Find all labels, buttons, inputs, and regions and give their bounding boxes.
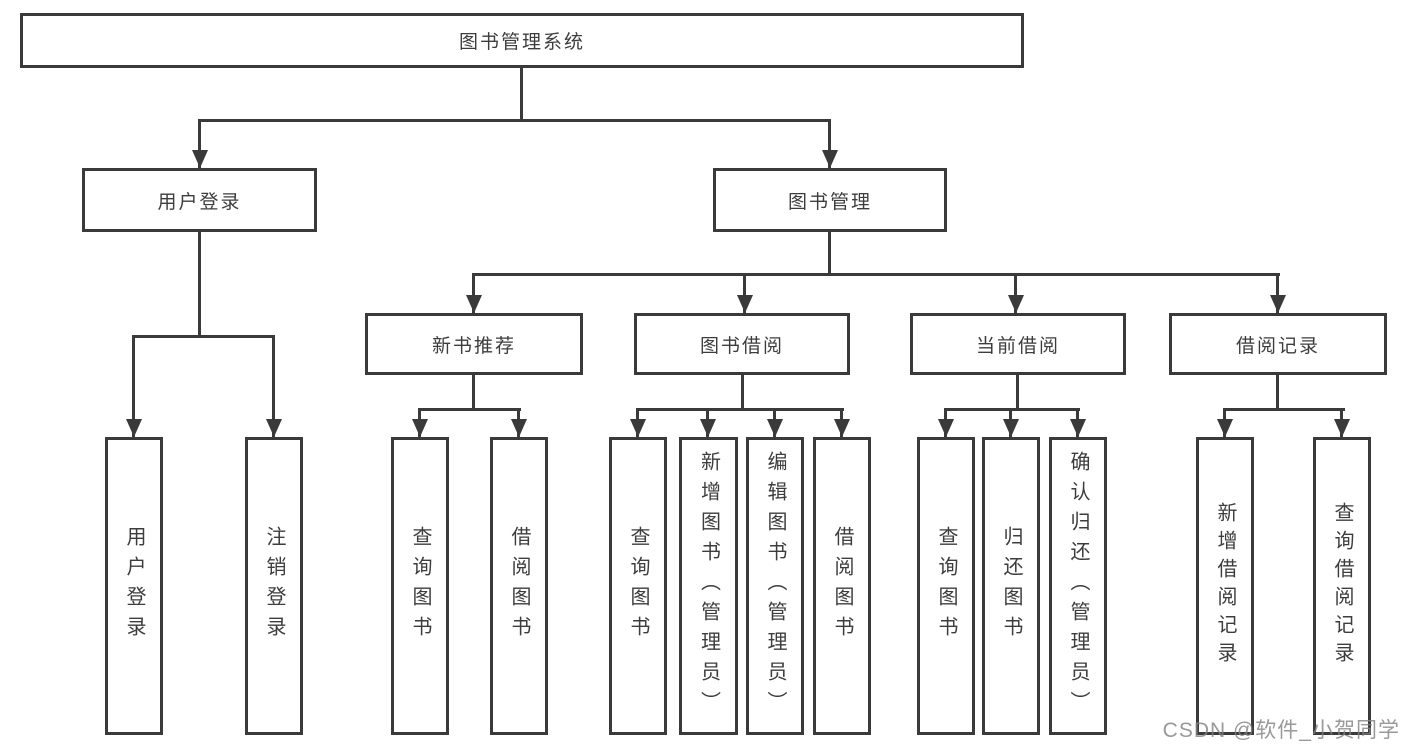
leaf-query-books-1: 查询图书 bbox=[391, 437, 449, 735]
arrow-down-icon bbox=[767, 419, 783, 437]
connector-line bbox=[828, 232, 831, 273]
connector-line bbox=[272, 335, 275, 437]
connector-line bbox=[1276, 273, 1279, 313]
leaf-query-books-2: 查询图书 bbox=[609, 437, 667, 735]
node-borrow-records: 借阅记录 bbox=[1169, 313, 1387, 375]
connector-line bbox=[198, 119, 831, 122]
node-book-management: 图书管理 bbox=[713, 168, 947, 232]
arrow-down-icon bbox=[834, 419, 850, 437]
arrow-down-icon bbox=[192, 150, 208, 168]
leaf-label: 注销登录 bbox=[263, 526, 285, 646]
arrow-down-icon bbox=[1270, 295, 1286, 313]
node-new-book-recommend: 新书推荐 bbox=[365, 313, 583, 375]
arrow-down-icon bbox=[737, 295, 753, 313]
leaf-label: 归还图书 bbox=[1000, 526, 1022, 646]
leaf-label: 编辑图书（管理员） bbox=[764, 451, 786, 721]
connector-line bbox=[743, 273, 746, 313]
arrow-down-icon bbox=[1334, 419, 1350, 437]
arrow-down-icon bbox=[630, 419, 646, 437]
node-label: 当前借阅 bbox=[975, 335, 1060, 357]
arrow-down-icon bbox=[466, 295, 482, 313]
connector-line bbox=[1016, 375, 1019, 408]
connector-line bbox=[636, 408, 844, 411]
arrow-down-icon bbox=[511, 419, 527, 437]
arrow-down-icon bbox=[822, 150, 838, 168]
arrow-down-icon bbox=[266, 419, 282, 437]
leaf-query-borrow-record: 查询借阅记录 bbox=[1313, 437, 1371, 735]
arrow-down-icon bbox=[1008, 295, 1024, 313]
leaf-return-books: 归还图书 bbox=[982, 437, 1040, 735]
arrow-down-icon bbox=[1217, 419, 1233, 437]
leaf-label: 查询图书 bbox=[409, 526, 431, 646]
node-label: 图书管理系统 bbox=[458, 32, 585, 53]
leaf-edit-books-admin: 编辑图书（管理员） bbox=[746, 437, 804, 735]
node-book-borrow: 图书借阅 bbox=[634, 313, 850, 375]
connector-line bbox=[198, 232, 201, 335]
arrow-down-icon bbox=[700, 419, 716, 437]
node-user-login: 用户登录 bbox=[82, 168, 317, 232]
connector-line bbox=[1276, 375, 1279, 408]
leaf-add-books-admin: 新增图书（管理员） bbox=[679, 437, 738, 735]
leaf-user-login: 用户登录 bbox=[105, 437, 163, 735]
leaf-label: 新增借阅记录 bbox=[1214, 502, 1236, 670]
node-label: 借阅记录 bbox=[1235, 335, 1320, 357]
leaf-label: 借阅图书 bbox=[831, 526, 853, 646]
node-label: 用户登录 bbox=[157, 191, 242, 213]
leaf-logout: 注销登录 bbox=[245, 437, 303, 735]
arrow-down-icon bbox=[938, 419, 954, 437]
connector-line bbox=[132, 335, 275, 338]
connector-line bbox=[472, 273, 1280, 276]
leaf-borrow-books-1: 借阅图书 bbox=[490, 437, 548, 735]
leaf-query-books-3: 查询图书 bbox=[917, 437, 975, 735]
arrow-down-icon bbox=[126, 419, 142, 437]
arrow-down-icon bbox=[1070, 419, 1086, 437]
leaf-label: 新增图书（管理员） bbox=[697, 451, 720, 721]
leaf-label: 查询借阅记录 bbox=[1331, 502, 1353, 670]
connector-line bbox=[132, 335, 135, 437]
leaf-label: 用户登录 bbox=[123, 526, 145, 646]
leaf-label: 查询图书 bbox=[627, 526, 649, 646]
arrow-down-icon bbox=[412, 419, 428, 437]
leaf-confirm-return-admin: 确认归还（管理员） bbox=[1049, 437, 1107, 735]
connector-line bbox=[944, 408, 1080, 411]
connector-line bbox=[1014, 273, 1017, 313]
leaf-add-borrow-record: 新增借阅记录 bbox=[1196, 437, 1254, 735]
node-label: 图书管理 bbox=[787, 191, 872, 213]
node-library-management-system: 图书管理系统 bbox=[20, 13, 1024, 68]
leaf-label: 借阅图书 bbox=[508, 526, 530, 646]
leaf-label: 查询图书 bbox=[935, 526, 957, 646]
csdn-watermark: CSDN @软件_小贺同学 bbox=[1162, 719, 1400, 742]
connector-line bbox=[198, 119, 201, 168]
connector-line bbox=[1223, 408, 1345, 411]
node-label: 图书借阅 bbox=[699, 335, 784, 357]
node-label: 新书推荐 bbox=[431, 335, 516, 357]
connector-line bbox=[472, 273, 475, 313]
leaf-label: 确认归还（管理员） bbox=[1067, 451, 1089, 721]
connector-line bbox=[472, 375, 475, 408]
connector-line bbox=[520, 68, 523, 119]
connector-line bbox=[828, 119, 831, 168]
node-current-borrow: 当前借阅 bbox=[910, 313, 1126, 375]
arrow-down-icon bbox=[1003, 419, 1019, 437]
connector-line bbox=[418, 408, 521, 411]
connector-line bbox=[741, 375, 744, 408]
leaf-borrow-books-2: 借阅图书 bbox=[813, 437, 871, 735]
